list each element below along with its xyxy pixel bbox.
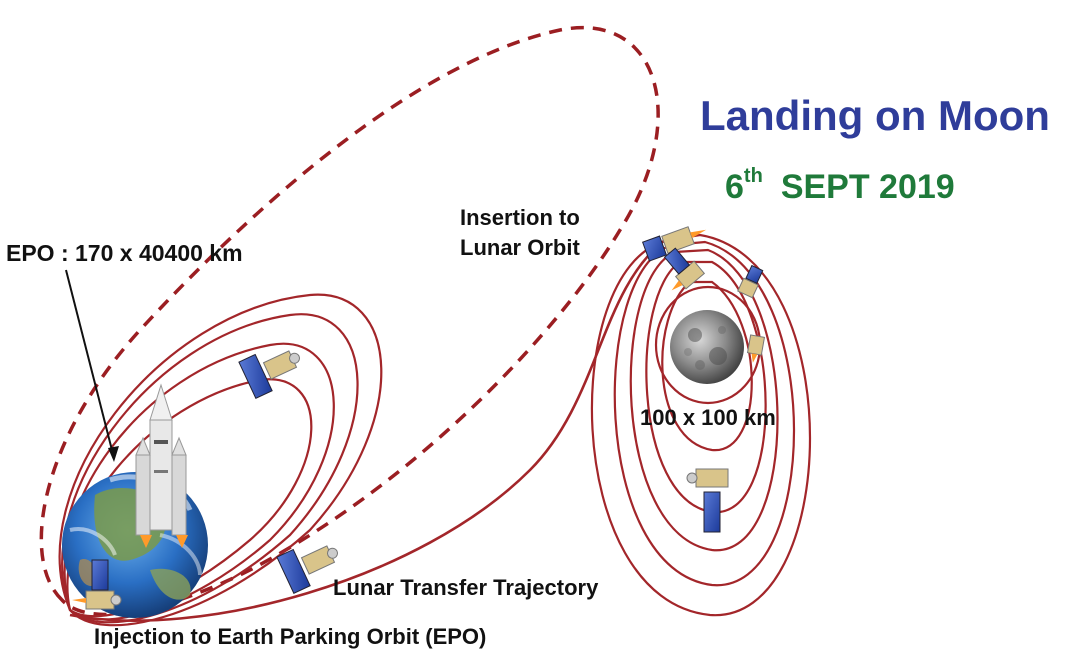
lunar-orbit-size-label: 100 x 100 km bbox=[640, 405, 776, 430]
moon-icon bbox=[670, 310, 744, 384]
lunar-orbit-3 bbox=[629, 248, 779, 552]
lunar-transfer-trajectory bbox=[69, 238, 666, 622]
epo-label: EPO : 170 x 40400 km bbox=[6, 240, 243, 266]
spacecraft-icon bbox=[686, 468, 729, 533]
spacecraft-icon bbox=[737, 264, 764, 299]
date-rest: SEPT 2019 bbox=[780, 168, 955, 206]
spacecraft-icon bbox=[641, 226, 707, 262]
lunar-orbit-2 bbox=[613, 240, 796, 587]
epo-arrow bbox=[65, 269, 119, 462]
insertion-label-line2: Lunar Orbit bbox=[460, 235, 580, 260]
lunar-orbit-5 bbox=[661, 280, 753, 452]
lunar-orbit-1 bbox=[590, 233, 812, 617]
spacecraft-icon bbox=[238, 350, 301, 400]
lunar-transfer-label: Lunar Transfer Trajectory bbox=[333, 575, 599, 600]
earth-orbit-4 bbox=[58, 293, 383, 627]
spacecraft-icon bbox=[746, 334, 766, 363]
earth-orbit-3 bbox=[61, 313, 359, 624]
spacecraft-icon bbox=[276, 545, 339, 595]
date-suffix: th bbox=[743, 164, 763, 187]
spacecraft-icon bbox=[663, 247, 706, 291]
epo-dashed-orbit bbox=[39, 26, 660, 617]
spacecraft-icon bbox=[72, 559, 122, 610]
injection-label: Injection to Earth Parking Orbit (EPO) bbox=[94, 624, 487, 649]
page-title: Landing on Moon bbox=[700, 92, 1050, 139]
insertion-label-line1: Insertion to bbox=[460, 205, 580, 230]
date-day: 6 bbox=[725, 168, 744, 206]
insertion-label: Insertion to Lunar Orbit bbox=[460, 203, 580, 263]
rocket-icon bbox=[135, 383, 188, 548]
landing-date: 6th SEPT 2019 bbox=[725, 164, 955, 207]
